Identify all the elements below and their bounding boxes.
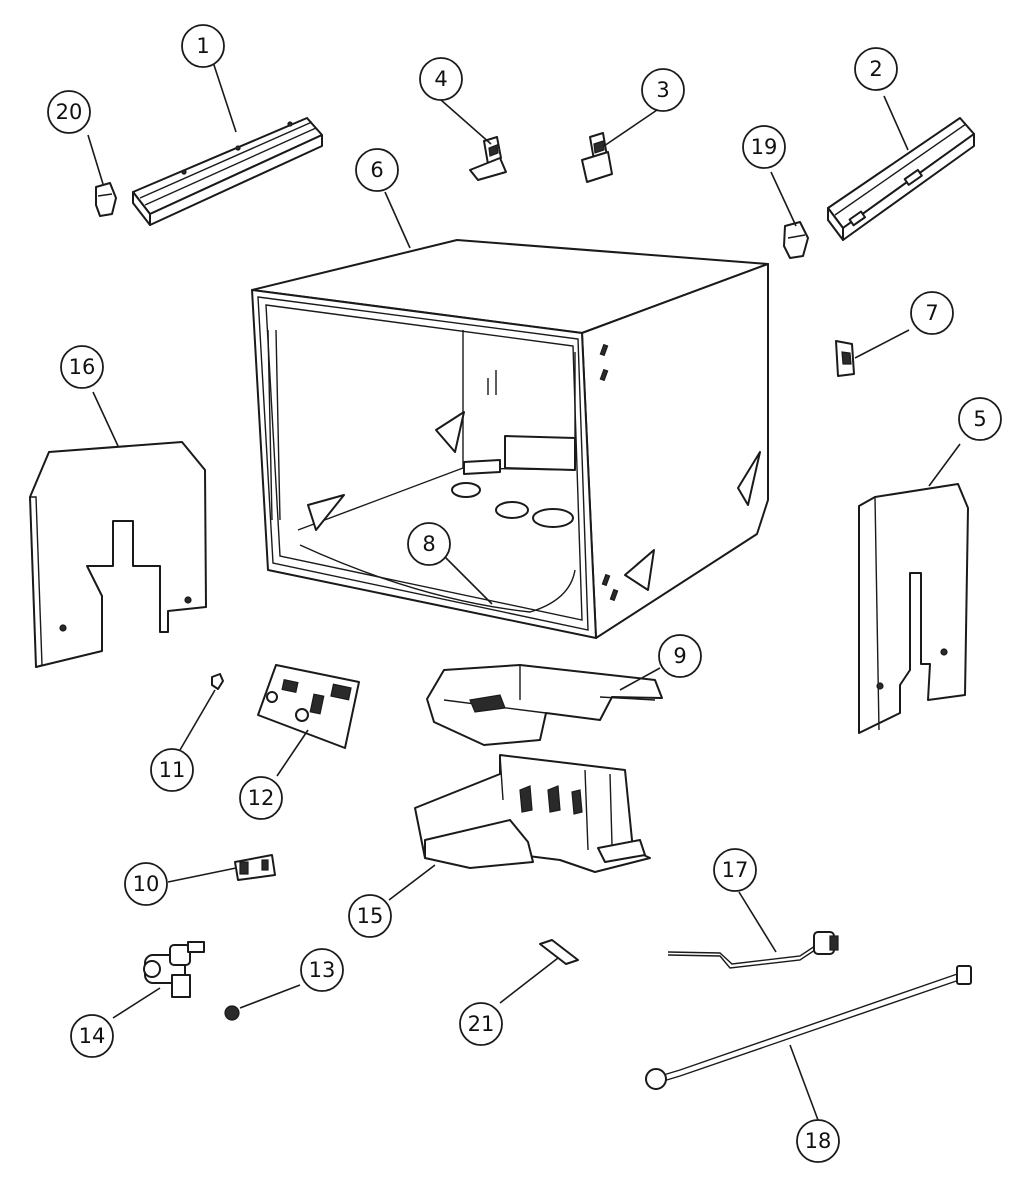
- svg-text:4: 4: [434, 67, 447, 91]
- part-1-left-rail: [132, 117, 323, 226]
- callout-2: 2: [854, 47, 898, 91]
- callout-16: 16: [60, 345, 104, 389]
- callout-8: 8: [407, 522, 451, 566]
- svg-text:12: 12: [248, 786, 275, 810]
- callout-6: 6: [355, 148, 399, 192]
- part-7-bracket: [835, 340, 855, 377]
- callout-17: 17: [713, 848, 757, 892]
- svg-text:21: 21: [468, 1012, 495, 1036]
- svg-text:14: 14: [79, 1024, 106, 1048]
- svg-text:16: 16: [69, 355, 96, 379]
- part-6-tub: [251, 239, 769, 639]
- callout-10: 10: [124, 862, 168, 906]
- svg-text:15: 15: [357, 904, 384, 928]
- part-16-left-panel: [29, 441, 207, 668]
- part-18-rod: [645, 965, 972, 1090]
- svg-text:19: 19: [751, 135, 778, 159]
- svg-text:2: 2: [869, 57, 882, 81]
- part-19-right-clip: [783, 221, 809, 259]
- svg-text:18: 18: [805, 1129, 832, 1153]
- part-3-switch: [581, 132, 613, 183]
- part-20-left-clip: [95, 182, 117, 217]
- part-4-switch: [469, 136, 507, 181]
- callout-5: 5: [958, 397, 1002, 441]
- callout-4: 4: [419, 57, 463, 101]
- part-12-control-board: [257, 664, 360, 749]
- part-9-housing: [426, 664, 663, 746]
- callout-7: 7: [910, 291, 954, 335]
- part-13-knob: [224, 1005, 240, 1021]
- svg-text:7: 7: [925, 301, 938, 325]
- callout-18: 18: [796, 1119, 840, 1163]
- callout-12: 12: [239, 776, 283, 820]
- callout-1: 1: [181, 24, 225, 68]
- callout-13: 13: [300, 948, 344, 992]
- svg-text:20: 20: [56, 100, 83, 124]
- callout-21: 21: [459, 1002, 503, 1046]
- callout-15: 15: [348, 894, 392, 938]
- svg-text:1: 1: [196, 34, 209, 58]
- svg-text:9: 9: [673, 644, 686, 668]
- svg-text:5: 5: [973, 407, 986, 431]
- callout-14: 14: [70, 1014, 114, 1058]
- part-10-latch: [234, 854, 276, 881]
- callout-9: 9: [658, 634, 702, 678]
- part-14-inlet-valve: [143, 941, 205, 998]
- callout-3: 3: [641, 68, 685, 112]
- svg-text:6: 6: [370, 158, 383, 182]
- svg-text:10: 10: [133, 872, 160, 896]
- callout-19: 19: [742, 125, 786, 169]
- svg-text:8: 8: [422, 532, 435, 556]
- callout-20: 20: [47, 90, 91, 134]
- svg-text:13: 13: [309, 958, 336, 982]
- part-15-base: [414, 754, 651, 873]
- svg-text:17: 17: [722, 858, 749, 882]
- part-5-right-panel: [858, 483, 969, 734]
- part-21-clip: [539, 939, 579, 965]
- part-17-heater: [667, 931, 839, 969]
- part-11-screw: [211, 673, 224, 690]
- svg-text:3: 3: [656, 78, 669, 102]
- part-2-right-rail: [827, 117, 975, 241]
- svg-text:11: 11: [159, 758, 186, 782]
- callout-11: 11: [150, 748, 194, 792]
